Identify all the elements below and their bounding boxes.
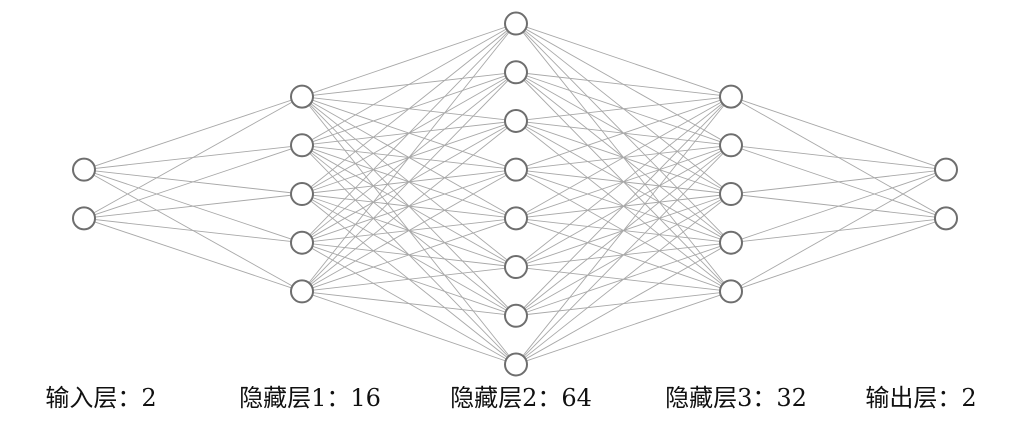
neuron-node-output (934, 157, 958, 182)
connection-line (83, 217, 303, 244)
connection-line (301, 23, 517, 98)
layer-label-input: 输入层：2 (45, 384, 156, 412)
connection-line (301, 23, 517, 146)
connection-line (730, 144, 947, 171)
neuron-node-hidden1 (290, 279, 314, 304)
connection-line (515, 23, 732, 98)
connection-line (301, 23, 517, 195)
connection-line (730, 169, 947, 244)
neuron-node-input (72, 157, 96, 182)
neuron-node-hidden2 (504, 255, 528, 280)
neuron-node-hidden2 (504, 11, 528, 36)
neuron-node-hidden2 (504, 108, 528, 133)
connection-line (515, 96, 732, 122)
connection-line (83, 144, 303, 219)
neuron-node-hidden3 (719, 84, 743, 109)
layer-label-hidden3: 隐藏层3：32 (665, 384, 807, 412)
connection-line (301, 266, 517, 292)
neuron-node-input (72, 206, 96, 231)
neuron-node-hidden2 (504, 206, 528, 231)
neuron-node-hidden3 (719, 182, 743, 206)
connection-line (301, 23, 517, 292)
connection-line (301, 169, 517, 292)
layer-label-hidden2: 隐藏层2：64 (450, 384, 592, 412)
connection-line (730, 217, 947, 292)
connection-line (301, 217, 517, 292)
connection-line (301, 23, 517, 244)
neuron-node-hidden2 (504, 157, 528, 182)
connection-line (83, 217, 303, 292)
connection-line (301, 71, 517, 292)
layer-label-hidden1: 隐藏层1：16 (239, 384, 381, 412)
neuron-node-hidden3 (719, 133, 743, 158)
connection-lines (83, 23, 947, 365)
connection-line (515, 96, 732, 219)
connection-line (515, 242, 732, 365)
connection-line (515, 96, 732, 317)
neuron-node-hidden1 (290, 230, 314, 255)
connection-line (515, 96, 732, 365)
neuron-node-hidden2 (504, 303, 528, 328)
connection-line (301, 120, 517, 292)
connection-line (83, 96, 303, 219)
connection-line (730, 169, 947, 195)
connection-line (730, 96, 947, 171)
connection-line (515, 144, 732, 365)
connection-line (730, 169, 947, 292)
connection-line (301, 290, 517, 365)
connection-line (301, 290, 517, 317)
connection-line (515, 96, 732, 268)
connection-line (515, 96, 732, 171)
neuron-node-hidden1 (290, 133, 314, 158)
neuron-node-hidden1 (290, 84, 314, 109)
neuron-node-output (934, 206, 958, 231)
connection-line (515, 290, 732, 365)
neuron-node-hidden2 (504, 60, 528, 85)
neuron-nodes (72, 11, 958, 377)
neuron-node-hidden3 (719, 230, 743, 255)
connection-line (515, 71, 732, 98)
neuron-node-hidden2 (504, 352, 528, 377)
connection-line (83, 193, 303, 219)
layer-label-output: 输出层：2 (865, 384, 976, 412)
layer-labels: 输入层：2 隐藏层1：16 隐藏层2：64 隐藏层3：32 输出层：2 (45, 384, 976, 412)
connection-line (83, 96, 303, 171)
connection-line (515, 193, 732, 365)
neuron-node-hidden3 (719, 279, 743, 304)
neuron-node-hidden1 (290, 182, 314, 206)
